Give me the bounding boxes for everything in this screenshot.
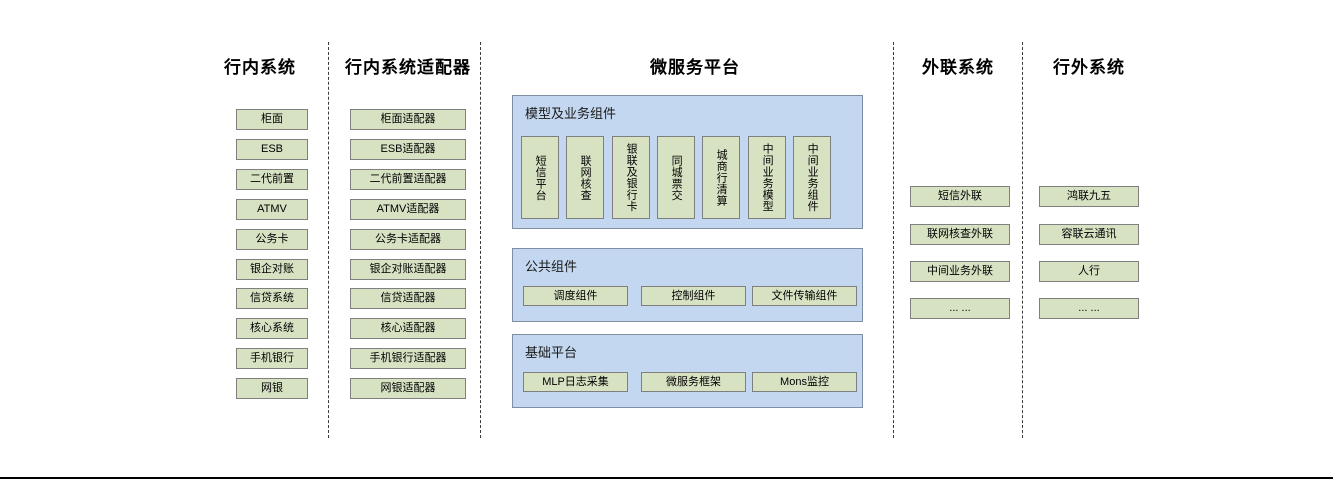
node-external-link-0[interactable]: 短信外联 <box>910 186 1010 207</box>
node-outside-bank-1[interactable]: 容联云通讯 <box>1039 224 1139 245</box>
column-divider-4 <box>1022 42 1023 438</box>
node-outside-bank-3[interactable]: ... ... <box>1039 298 1139 319</box>
node-adapter-3[interactable]: ATMV适配器 <box>350 199 466 220</box>
vnode-model-3[interactable]: 同城票交 <box>657 136 695 219</box>
node-bank-internal-2[interactable]: 二代前置 <box>236 169 308 190</box>
node-bank-internal-1[interactable]: ESB <box>236 139 308 160</box>
vnode-model-4-label: 城商行清算 <box>715 148 728 207</box>
vnode-model-1[interactable]: 联网核查 <box>566 136 604 219</box>
node-adapter-0[interactable]: 柜面适配器 <box>350 109 466 130</box>
vnode-model-3-label: 同城票交 <box>670 154 683 201</box>
node-adapter-4[interactable]: 公务卡适配器 <box>350 229 466 250</box>
node-adapter-7[interactable]: 核心适配器 <box>350 318 466 339</box>
node-bank-internal-6[interactable]: 信贷系统 <box>236 288 308 309</box>
vnode-model-6-label: 中间业务组件 <box>806 143 819 212</box>
node-bank-internal-0[interactable]: 柜面 <box>236 109 308 130</box>
column-title-outside-bank-systems: 行外系统 <box>1053 58 1125 77</box>
node-outside-bank-0[interactable]: 鸿联九五 <box>1039 186 1139 207</box>
column-title-external-link-systems: 外联系统 <box>922 58 994 77</box>
column-divider-2 <box>480 42 481 438</box>
panel-public-components: 公共组件 <box>512 248 863 322</box>
panel-title-public-components: 公共组件 <box>525 259 578 274</box>
panel-title-model-and-business-components: 模型及业务组件 <box>525 106 617 121</box>
node-public-component-0[interactable]: 调度组件 <box>523 286 628 306</box>
node-bank-internal-4[interactable]: 公务卡 <box>236 229 308 250</box>
column-title-microservice-platform: 微服务平台 <box>650 58 740 77</box>
column-divider-1 <box>328 42 329 438</box>
node-adapter-1[interactable]: ESB适配器 <box>350 139 466 160</box>
panel-title-base-platform: 基础平台 <box>525 345 578 360</box>
node-base-platform-2[interactable]: Mons监控 <box>752 372 857 392</box>
node-public-component-2[interactable]: 文件传输组件 <box>752 286 857 306</box>
node-public-component-1[interactable]: 控制组件 <box>641 286 746 306</box>
node-adapter-8[interactable]: 手机银行适配器 <box>350 348 466 369</box>
node-bank-internal-3[interactable]: ATMV <box>236 199 308 220</box>
node-adapter-6[interactable]: 信贷适配器 <box>350 288 466 309</box>
vnode-model-0-label: 短信平台 <box>534 154 547 201</box>
node-external-link-3[interactable]: ... ... <box>910 298 1010 319</box>
column-divider-3 <box>893 42 894 438</box>
node-base-platform-0[interactable]: MLP日志采集 <box>523 372 628 392</box>
vnode-model-2[interactable]: 银联及银行卡 <box>612 136 650 219</box>
node-bank-internal-5[interactable]: 银企对账 <box>236 259 308 280</box>
node-external-link-2[interactable]: 中间业务外联 <box>910 261 1010 282</box>
panel-base-platform: 基础平台 <box>512 334 863 408</box>
column-title-bank-internal-systems: 行内系统 <box>224 58 296 77</box>
vnode-model-5-label: 中间业务模型 <box>761 143 774 212</box>
node-bank-internal-7[interactable]: 核心系统 <box>236 318 308 339</box>
node-outside-bank-2[interactable]: 人行 <box>1039 261 1139 282</box>
vnode-model-4[interactable]: 城商行清算 <box>702 136 740 219</box>
column-title-bank-internal-adapters: 行内系统适配器 <box>345 58 471 77</box>
node-adapter-5[interactable]: 银企对账适配器 <box>350 259 466 280</box>
node-bank-internal-9[interactable]: 网银 <box>236 378 308 399</box>
node-adapter-9[interactable]: 网银适配器 <box>350 378 466 399</box>
node-bank-internal-8[interactable]: 手机银行 <box>236 348 308 369</box>
page-bottom-rule <box>0 477 1333 479</box>
vnode-model-0[interactable]: 短信平台 <box>521 136 559 219</box>
vnode-model-5[interactable]: 中间业务模型 <box>748 136 786 219</box>
vnode-model-6[interactable]: 中间业务组件 <box>793 136 831 219</box>
node-external-link-1[interactable]: 联网核查外联 <box>910 224 1010 245</box>
vnode-model-1-label: 联网核查 <box>579 154 592 201</box>
vnode-model-2-label: 银联及银行卡 <box>625 143 638 212</box>
node-adapter-2[interactable]: 二代前置适配器 <box>350 169 466 190</box>
node-base-platform-1[interactable]: 微服务框架 <box>641 372 746 392</box>
